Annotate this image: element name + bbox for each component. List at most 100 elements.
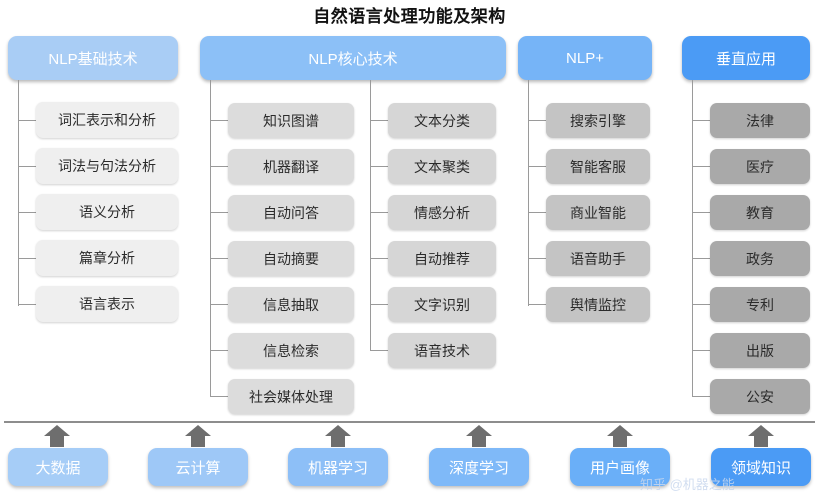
leaf-col4-2[interactable]: 教育 bbox=[710, 195, 810, 230]
arrow-up-icon-1 bbox=[185, 425, 211, 447]
connector-branch-col2l-2 bbox=[210, 212, 228, 213]
foundation-item-2-label: 机器学习 bbox=[307, 459, 368, 477]
leaf-col3-3[interactable]: 语音助手 bbox=[546, 241, 650, 276]
connector-branch-col2l-0 bbox=[210, 120, 228, 121]
foundation-item-2[interactable]: 机器学习 bbox=[288, 448, 388, 486]
page-title: 自然语言处理功能及架构 bbox=[313, 7, 506, 26]
foundation-item-4[interactable]: 用户画像 bbox=[570, 448, 670, 486]
leaf-col2-right-4[interactable]: 文字识别 bbox=[388, 287, 496, 322]
connector-branch-col3-0 bbox=[528, 120, 546, 121]
leaf-col3-1[interactable]: 智能客服 bbox=[546, 149, 650, 184]
leaf-col2-left-2-label: 自动问答 bbox=[263, 204, 319, 221]
leaf-col2-left-5-label: 信息检索 bbox=[263, 342, 319, 359]
leaf-col2-right-0[interactable]: 文本分类 bbox=[388, 103, 496, 138]
leaf-col3-0-label: 搜索引擎 bbox=[570, 112, 626, 129]
leaf-col2-left-6[interactable]: 社会媒体处理 bbox=[228, 379, 354, 414]
header-nlp-core[interactable]: NLP核心技术 bbox=[200, 36, 506, 80]
connector-branch-col3-2 bbox=[528, 212, 546, 213]
connector-branch-col1-0 bbox=[18, 120, 36, 121]
foundation-item-1-label: 云计算 bbox=[175, 459, 221, 477]
leaf-col2-left-2[interactable]: 自动问答 bbox=[228, 195, 354, 230]
connector-branch-col2l-6 bbox=[210, 396, 228, 397]
leaf-col2-left-1-label: 机器翻译 bbox=[263, 158, 319, 175]
header-nlp-basic[interactable]: NLP基础技术 bbox=[8, 36, 178, 80]
leaf-col4-5[interactable]: 出版 bbox=[710, 333, 810, 368]
connector-branch-col4-0 bbox=[692, 120, 710, 121]
leaf-col2-right-2-label: 情感分析 bbox=[414, 204, 470, 221]
leaf-col1-4[interactable]: 语言表示 bbox=[36, 286, 178, 322]
header-vertical-app[interactable]: 垂直应用 bbox=[682, 36, 810, 80]
leaf-col3-4[interactable]: 舆情监控 bbox=[546, 287, 650, 322]
connector-trunk-col4 bbox=[692, 80, 693, 396]
header-nlp-plus[interactable]: NLP+ bbox=[518, 36, 652, 80]
leaf-col1-3[interactable]: 篇章分析 bbox=[36, 240, 178, 276]
connector-branch-col2r-5 bbox=[370, 350, 388, 351]
leaf-col1-2[interactable]: 语义分析 bbox=[36, 194, 178, 230]
connector-branch-col3-3 bbox=[528, 258, 546, 259]
leaf-col2-right-5-label: 语音技术 bbox=[414, 342, 470, 359]
leaf-col2-left-0[interactable]: 知识图谱 bbox=[228, 103, 354, 138]
leaf-col2-left-6-label: 社会媒体处理 bbox=[249, 388, 333, 405]
leaf-col2-right-2[interactable]: 情感分析 bbox=[388, 195, 496, 230]
connector-trunk-col2-right bbox=[370, 80, 371, 350]
leaf-col1-4-label: 语言表示 bbox=[79, 296, 135, 312]
leaf-col2-right-1[interactable]: 文本聚类 bbox=[388, 149, 496, 184]
connector-branch-col1-1 bbox=[18, 166, 36, 167]
foundation-item-3-label: 深度学习 bbox=[448, 459, 509, 477]
leaf-col4-3[interactable]: 政务 bbox=[710, 241, 810, 276]
arrow-up-icon-2 bbox=[325, 425, 351, 447]
connector-branch-col4-5 bbox=[692, 350, 710, 351]
connector-branch-col2r-3 bbox=[370, 258, 388, 259]
connector-branch-col2r-2 bbox=[370, 212, 388, 213]
leaf-col4-4-label: 专利 bbox=[746, 296, 774, 313]
leaf-col2-left-3[interactable]: 自动摘要 bbox=[228, 241, 354, 276]
leaf-col4-6[interactable]: 公安 bbox=[710, 379, 810, 414]
leaf-col1-1-label: 词法与句法分析 bbox=[58, 158, 156, 174]
header-nlp-basic-label: NLP基础技术 bbox=[48, 50, 138, 68]
header-nlp-plus-label: NLP+ bbox=[566, 49, 604, 67]
connector-branch-col1-4 bbox=[18, 304, 36, 305]
leaf-col3-4-label: 舆情监控 bbox=[570, 296, 626, 313]
leaf-col3-3-label: 语音助手 bbox=[570, 250, 626, 267]
connector-branch-col1-3 bbox=[18, 258, 36, 259]
leaf-col3-2[interactable]: 商业智能 bbox=[546, 195, 650, 230]
leaf-col1-0-label: 词汇表示和分析 bbox=[58, 112, 156, 128]
leaf-col2-left-4-label: 信息抽取 bbox=[263, 296, 319, 313]
header-vertical-app-label: 垂直应用 bbox=[715, 50, 776, 68]
connector-branch-col2l-3 bbox=[210, 258, 228, 259]
leaf-col2-left-1[interactable]: 机器翻译 bbox=[228, 149, 354, 184]
leaf-col1-1[interactable]: 词法与句法分析 bbox=[36, 148, 178, 184]
connector-branch-col2l-1 bbox=[210, 166, 228, 167]
connector-trunk-col1 bbox=[18, 80, 19, 306]
connector-branch-col4-4 bbox=[692, 304, 710, 305]
foundation-item-4-label: 用户画像 bbox=[589, 459, 650, 477]
connector-branch-col2r-0 bbox=[370, 120, 388, 121]
foundation-item-0[interactable]: 大数据 bbox=[8, 448, 108, 486]
leaf-col1-3-label: 篇章分析 bbox=[79, 250, 135, 266]
leaf-col2-right-3-label: 自动推荐 bbox=[414, 250, 470, 267]
leaf-col4-4[interactable]: 专利 bbox=[710, 287, 810, 322]
connector-branch-col4-3 bbox=[692, 258, 710, 259]
leaf-col2-left-4[interactable]: 信息抽取 bbox=[228, 287, 354, 322]
foundation-item-1[interactable]: 云计算 bbox=[148, 448, 248, 486]
foundation-item-5[interactable]: 领域知识 bbox=[711, 448, 811, 486]
connector-trunk-col2-left bbox=[210, 80, 211, 396]
leaf-col3-0[interactable]: 搜索引擎 bbox=[546, 103, 650, 138]
leaf-col2-right-3[interactable]: 自动推荐 bbox=[388, 241, 496, 276]
leaf-col4-0[interactable]: 法律 bbox=[710, 103, 810, 138]
arrow-up-icon-3 bbox=[466, 425, 492, 447]
leaf-col4-1[interactable]: 医疗 bbox=[710, 149, 810, 184]
connector-trunk-col3 bbox=[528, 80, 529, 306]
leaf-col2-left-5[interactable]: 信息检索 bbox=[228, 333, 354, 368]
leaf-col1-0[interactable]: 词汇表示和分析 bbox=[36, 102, 178, 138]
connector-branch-col1-2 bbox=[18, 212, 36, 213]
arrow-up-icon-5 bbox=[748, 425, 774, 447]
leaf-col3-2-label: 商业智能 bbox=[570, 204, 626, 221]
leaf-col2-right-5[interactable]: 语音技术 bbox=[388, 333, 496, 368]
leaf-col4-6-label: 公安 bbox=[746, 388, 774, 405]
connector-branch-col4-1 bbox=[692, 166, 710, 167]
leaf-col3-1-label: 智能客服 bbox=[570, 158, 626, 175]
foundation-item-5-label: 领域知识 bbox=[730, 459, 791, 477]
foundation-item-3[interactable]: 深度学习 bbox=[429, 448, 529, 486]
